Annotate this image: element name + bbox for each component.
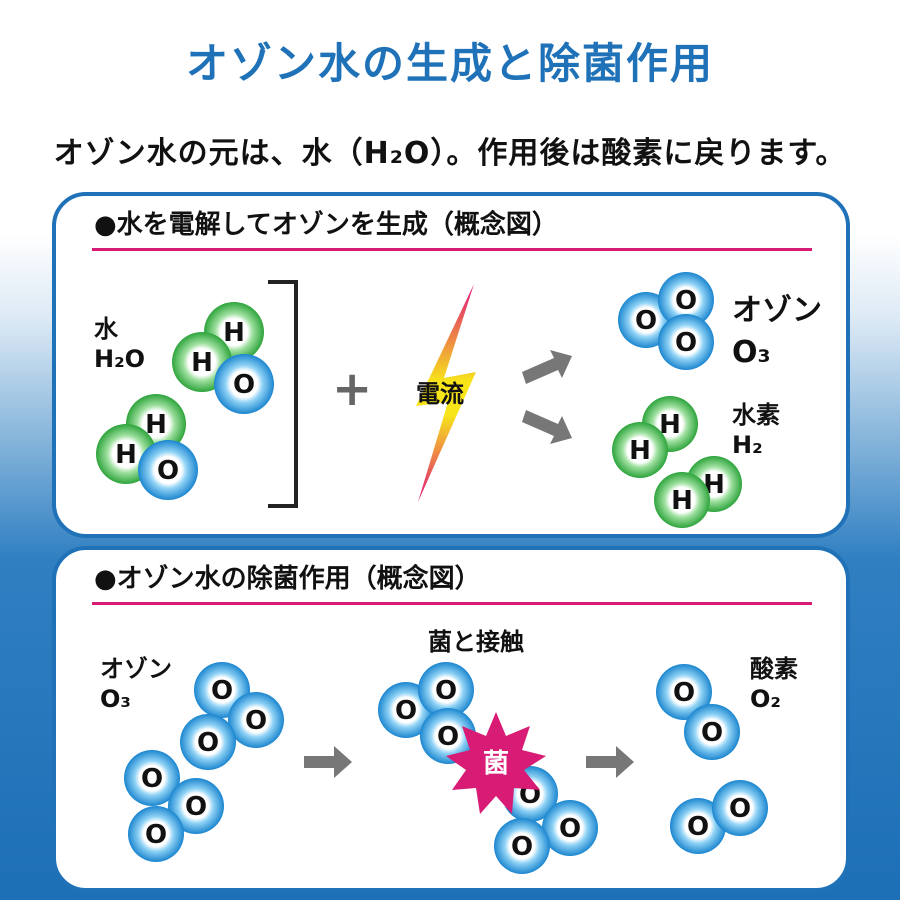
atom-letter: O — [233, 370, 255, 400]
water-name: 水 — [94, 315, 118, 343]
arrow-up-right-icon — [522, 350, 572, 384]
heading-rule — [92, 248, 812, 251]
ozone-name: オゾン — [100, 655, 172, 683]
water-label: 水 H₂O — [94, 314, 145, 374]
current-label: 電流 — [416, 380, 464, 408]
oxygen-atom — [684, 704, 740, 760]
electrolysis-panel: ●水を電解してオゾンを生成（概念図） 水 H₂O — [52, 192, 850, 538]
oxygen-atom — [214, 354, 274, 414]
ozone-label: オゾン O₃ — [732, 290, 822, 374]
germ-burst-icon: 菌 — [446, 712, 546, 814]
atom-letter: O — [437, 722, 459, 752]
ozone-molecule: O O O — [494, 766, 598, 874]
atom-letter: O — [145, 820, 167, 850]
hydrogen-name: 水素 — [732, 401, 780, 429]
atom-letter: O — [675, 328, 697, 358]
ozone-formula: O₃ — [732, 335, 771, 370]
ozone-molecule: O O O — [180, 662, 284, 770]
atom-letter: O — [435, 676, 457, 706]
page-subtitle: オゾン水の元は、水（H₂O）。作用後は酸素に戻ります。 — [53, 136, 847, 171]
oxygen-label: 酸素 O₂ — [750, 654, 798, 714]
atom-letter: O — [675, 286, 697, 316]
water-molecule: H H O — [172, 302, 274, 414]
atom-letter: H — [145, 410, 167, 440]
atom-letter: O — [211, 676, 233, 706]
hydrogen-atom — [654, 472, 710, 528]
heading-rule — [92, 602, 812, 605]
oxygen-atom — [168, 778, 224, 834]
atom-letter: H — [115, 440, 137, 470]
atom-letter: O — [687, 812, 709, 842]
plus-icon: + — [332, 361, 373, 417]
sterilization-heading: ●オゾン水の除菌作用（概念図） — [94, 564, 481, 594]
hydrogen-label: 水素 H₂ — [732, 400, 780, 460]
electrolysis-heading: ●水を電解してオゾンを生成（概念図） — [94, 210, 558, 240]
ozone-name: オゾン — [732, 293, 822, 328]
atom-letter: O — [673, 678, 695, 708]
oxygen-molecule: O O — [670, 780, 768, 854]
oxygen-atom — [670, 798, 726, 854]
ozone-molecule: O O O — [618, 272, 714, 370]
atom-letter: O — [395, 696, 417, 726]
oxygen-atom — [658, 314, 714, 370]
sterilization-diagram: O O O O O O O O O O O — [124, 662, 768, 874]
atom-letter: O — [559, 814, 581, 844]
sterilization-panel: ●オゾン水の除菌作用（概念図） オゾン O₃ 菌と接触 酸素 O₂ O O O — [52, 546, 850, 892]
oxygen-atom — [228, 692, 284, 748]
hydrogen-formula: H₂ — [732, 431, 763, 459]
oxygen-atom — [494, 818, 550, 874]
atom-letter: O — [635, 306, 657, 336]
oxygen-atom — [658, 272, 714, 328]
atom-letter: O — [141, 764, 163, 794]
water-formula: H₂O — [94, 345, 145, 373]
oxygen-atom — [420, 708, 476, 764]
atom-letter: O — [185, 792, 207, 822]
oxygen-formula: O₂ — [750, 685, 781, 713]
atom-letter: H — [629, 436, 651, 466]
lightning-bolt-icon — [416, 284, 476, 502]
atom-letter: O — [729, 794, 751, 824]
bracket — [268, 280, 298, 508]
ozone-molecule: O O O — [124, 750, 224, 862]
ozone-label: オゾン O₃ — [100, 654, 172, 714]
oxygen-name: 酸素 — [750, 655, 798, 683]
atom-letter: H — [671, 486, 693, 516]
water-molecule: H H O — [96, 394, 198, 500]
germ-label: 菌 — [483, 749, 509, 779]
atom-letter: O — [511, 832, 533, 862]
oxygen-atom — [542, 800, 598, 856]
hydrogen-atom — [612, 422, 668, 478]
electrolysis-diagram: H H O H H O O O — [96, 272, 742, 528]
atom-letter: H — [659, 410, 681, 440]
oxygen-atom — [656, 664, 712, 720]
ozone-formula: O₃ — [100, 685, 131, 713]
atom-letter: H — [191, 348, 213, 378]
atom-letter: H — [223, 318, 245, 348]
arrow-right-icon — [304, 746, 352, 778]
atom-letter: O — [157, 456, 179, 486]
oxygen-atom — [138, 440, 198, 500]
arrow-right-icon — [586, 746, 634, 778]
arrow-down-right-icon — [522, 410, 572, 444]
contact-label: 菌と接触 — [428, 628, 524, 656]
oxygen-molecule: O O — [656, 664, 740, 760]
oxygen-atom — [712, 780, 768, 836]
atom-letter: O — [197, 728, 219, 758]
hydrogen-molecule: H H — [612, 396, 698, 478]
hydrogen-molecule: H H — [654, 456, 742, 528]
atom-letter: O — [245, 706, 267, 736]
oxygen-atom — [418, 662, 474, 718]
atom-letter: O — [701, 718, 723, 748]
oxygen-atom — [124, 750, 180, 806]
ozone-molecule: O O O — [378, 662, 476, 764]
page-title: オゾン水の生成と除菌作用 — [185, 39, 714, 88]
oxygen-atom — [180, 714, 236, 770]
oxygen-atom — [128, 806, 184, 862]
